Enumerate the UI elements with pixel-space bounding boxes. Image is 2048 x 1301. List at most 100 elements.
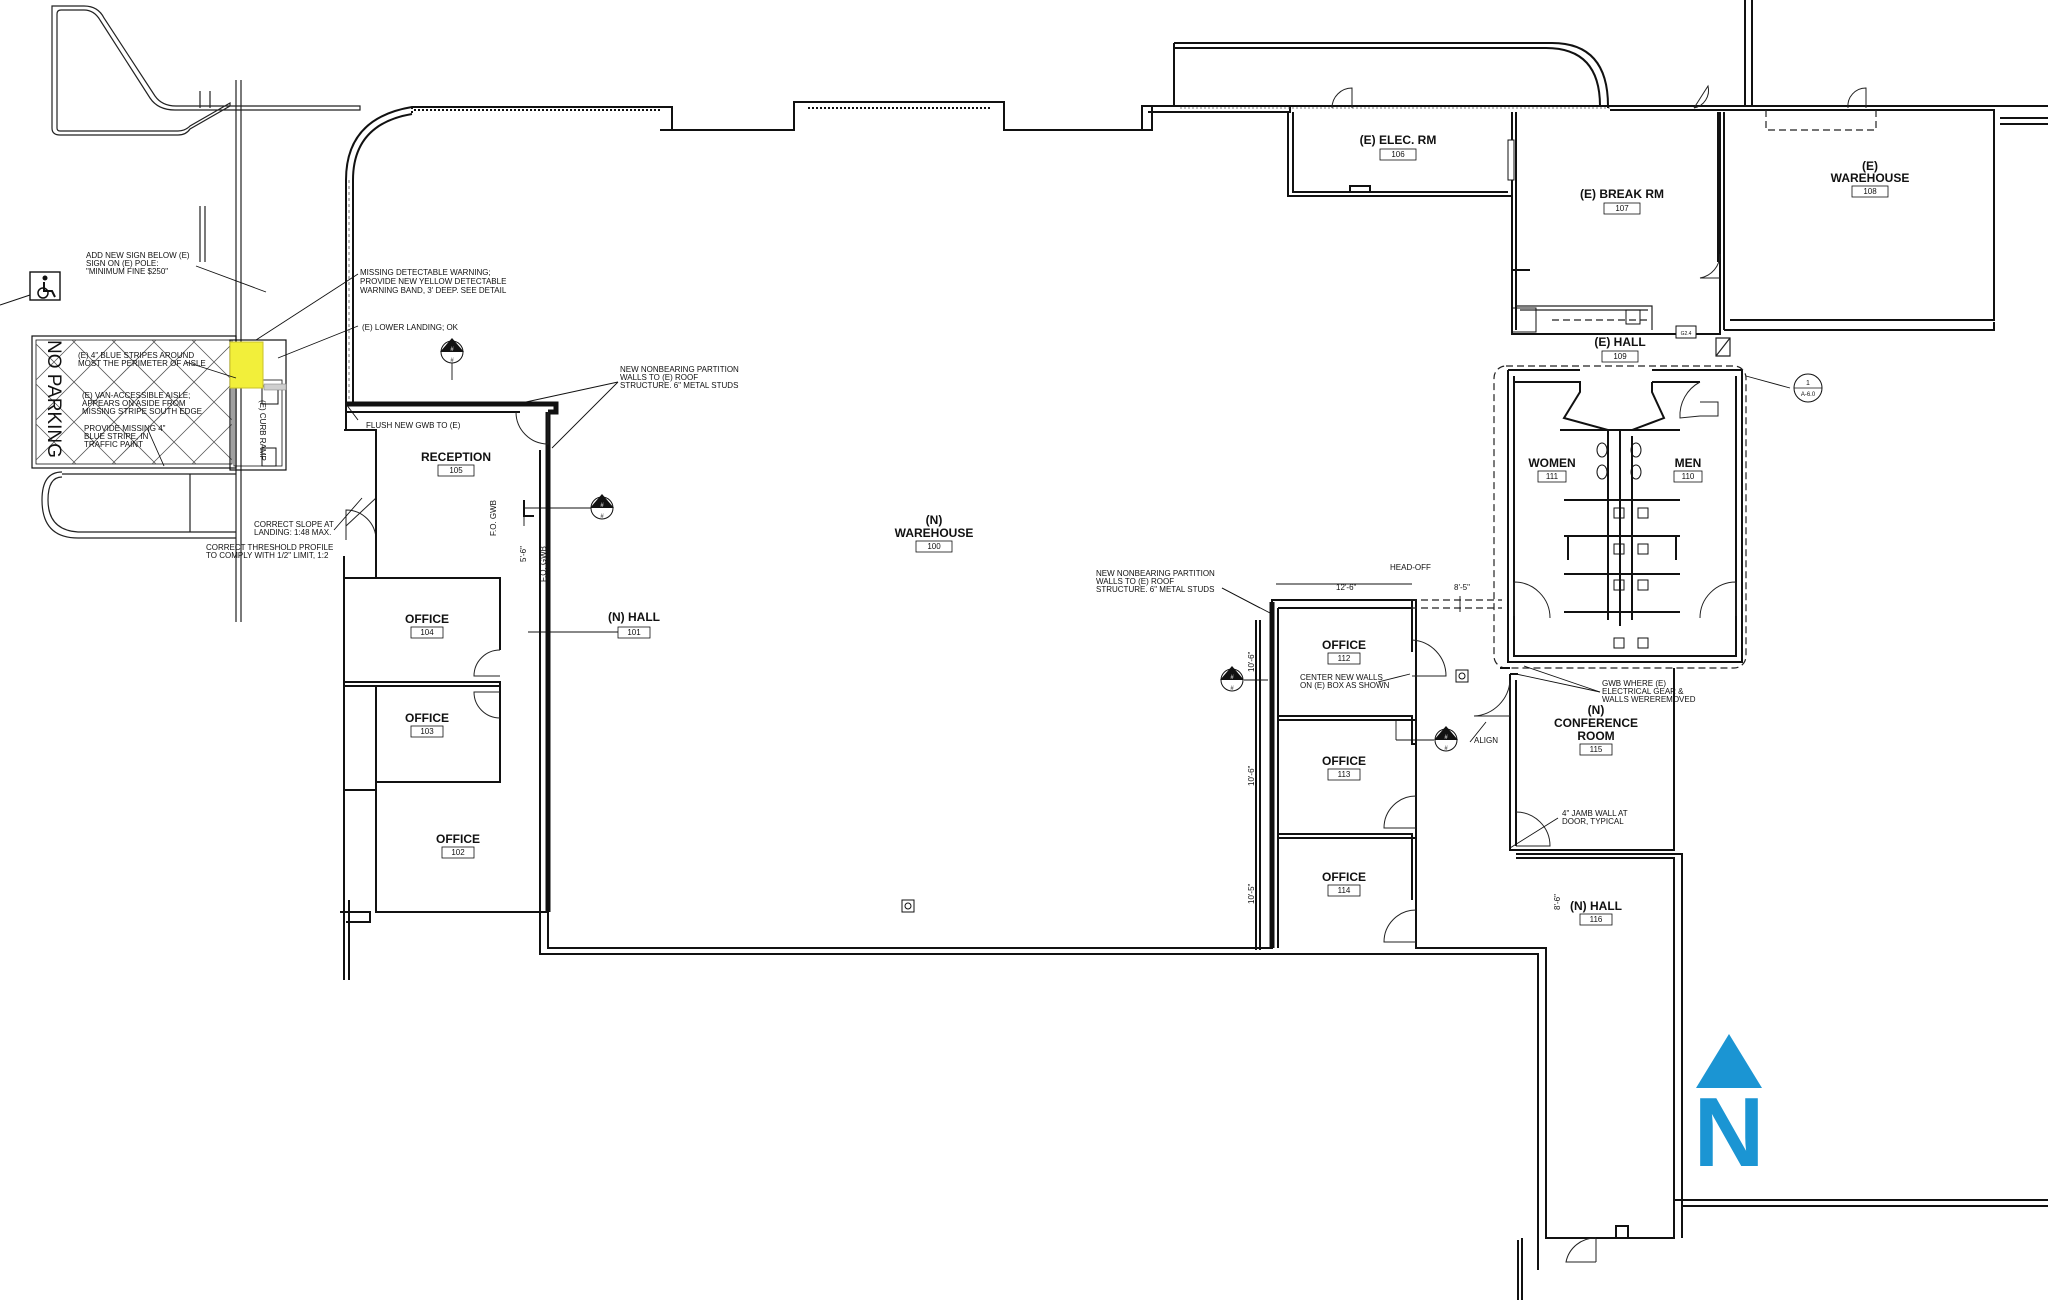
note-flush-gwb: FLUSH NEW GWB TO (E) [366,421,461,430]
room-number-office-114: 114 [1338,886,1351,895]
west-suite-walls [340,401,559,980]
room-name-office-113: OFFICE [1322,754,1366,768]
note-sign-2: SIGN ON (E) POLE: [86,259,158,268]
north-arrow-icon: N [1694,1034,1765,1187]
room-number-office-102: 102 [451,848,465,857]
room-name-office-103: OFFICE [405,711,449,725]
room-name-reception: RECEPTION [421,450,491,464]
room-name-conference-1: (N) [1588,703,1605,717]
conference-room-walls [1410,596,1675,851]
room-name-office-102: OFFICE [436,832,480,846]
room-labels: (E) ELEC. RM 106 (E) BREAK RM 107 (E) WA… [405,133,1909,926]
annotation-leaders [147,265,1601,849]
note-provide-2: BLUE STRIPE, IN [84,432,149,441]
section-marker-c: # # [1220,666,1268,692]
note-gwb-1: GWB WHERE (E) [1602,679,1666,688]
section-marker-a-top: # [450,347,454,353]
north-arrow-letter: N [1694,1077,1765,1187]
curb-ramp-label: (E) CURB RAMP [258,400,267,461]
room-number-hall-101: 101 [627,628,641,637]
note-head-off: HEAD-OFF [1390,563,1431,572]
note-dim-8-5: 8'-5" [1454,583,1470,592]
note-sign-1: ADD NEW SIGN BELOW (E) [86,251,190,260]
room-name-women: WOMEN [1528,456,1575,470]
note-jamb-1: 4" JAMB WALL AT [1562,809,1628,818]
room-name-warehouse-n-2: WAREHOUSE [895,526,974,540]
note-aisle-2: APPEARS ON ASIDE FROM [82,399,186,408]
section-marker-a: # # [440,338,464,380]
note-align: ALIGN [1474,736,1498,745]
note-dim-12-6: 12'-6" [1336,583,1357,592]
note-detect-3: WARNING BAND, 3' DEEP. SEE DETAIL [360,286,507,295]
room-number-office-104: 104 [420,628,434,637]
room-number-women: 111 [1546,472,1559,481]
room-name-hall-116: (N) HALL [1570,899,1622,913]
section-marker-b: # # [523,494,614,526]
existing-rooms-north [1287,84,1995,335]
note-gwb-2: ELECTRICAL GEAR & [1602,687,1684,696]
note-gwb-3: WALLS WEREREMOVED [1602,695,1696,704]
room-number-break: 107 [1615,204,1629,213]
note-aisle-3: MISSING STRIPE SOUTH EDGE [82,407,202,416]
room-number-hall-e: 109 [1613,352,1627,361]
note-dim-10-6-b: 10'-6" [1247,765,1256,786]
section-marker-c-top: # [1230,675,1234,681]
toilet-icons [1596,442,1649,649]
note-partition-b-2: WALLS TO (E) ROOF [1096,577,1174,586]
room-number-office-113: 113 [1338,770,1351,779]
note-threshold-1: CORRECT THRESHOLD PROFILE [206,543,333,552]
room-number-hall-116: 116 [1590,915,1603,924]
note-slope-2: LANDING: 1:48 MAX. [254,528,331,537]
room-name-warehouse-n-1: (N) [926,513,943,527]
room-name-conference-2: CONFERENCE [1554,716,1638,730]
building-exterior-walls [345,0,2048,404]
section-marker-d-bottom: # [1444,746,1448,752]
section-marker-c-bottom: # [1230,686,1234,692]
note-detect-1: MISSING DETECTABLE WARNING; [360,268,491,277]
room-number-men: 110 [1682,472,1695,481]
note-jamb-2: DOOR, TYPICAL [1562,817,1624,826]
note-sign-3: "MINIMUM FINE $250" [86,267,168,276]
restrooms: G2.4 [1493,325,1747,669]
note-aisle-1: (E) VAN-ACCESSIBLE AISLE; [82,391,190,400]
note-provide-3: TRAFFIC PAINT [84,440,143,449]
note-partition-a-2: WALLS TO (E) ROOF [620,373,698,382]
section-marker-a-bottom: # [450,358,454,364]
note-slope-1: CORRECT SLOPE AT [254,520,334,529]
note-center-1: CENTER NEW WALLS [1300,673,1383,682]
accessible-parking-sign-icon [0,271,61,306]
note-threshold-2: TO COMPLY WITH 1/2" LIMIT, 1:2 [206,551,329,560]
note-dim-10-5: 10'-5" [1247,883,1256,904]
note-stripes-1: (E) 4" BLUE STRIPES AROUND [78,351,194,360]
note-dim-10-6-a: 10'-6" [1247,651,1256,672]
east-offices-walls [1255,600,1447,950]
note-partition-b-3: STRUCTURE. 6" METAL STUDS [1096,585,1214,594]
warehouse-walls [539,599,2048,1300]
room-number-warehouse-e: 108 [1863,187,1877,196]
note-partition-b-1: NEW NONBEARING PARTITION [1096,569,1215,578]
note-dim-8-6: 8'-6" [1553,894,1562,910]
room-name-warehouse-e-1: (E) [1862,159,1878,173]
room-name-office-112: OFFICE [1322,638,1366,652]
section-marker-b-bottom: # [600,514,604,520]
restroom-callout-tag: G2.4 [1681,331,1692,337]
no-parking-label: NO PARKING [43,340,64,458]
note-center-2: ON (E) BOX AS SHOWN [1300,681,1390,690]
room-name-office-104: OFFICE [405,612,449,626]
note-lower-landing: (E) LOWER LANDING; OK [362,323,459,332]
section-marker-b-top: # [600,503,604,509]
room-name-hall-e: (E) HALL [1594,335,1645,349]
section-marker-d-top: # [1444,735,1448,741]
room-name-hall-101: (N) HALL [608,610,660,624]
note-provide-1: PROVIDE MISSING 4" [84,424,166,433]
curb-ramp: (E) CURB RAMP [229,339,287,471]
room-number-reception: 105 [449,466,463,475]
van-accessible-aisle: NO PARKING [31,335,237,469]
note-stripes-2: MOST THE PERIMETER OF AISLE [78,359,206,368]
room-name-office-114: OFFICE [1322,870,1366,884]
note-detect-2: PROVIDE NEW YELLOW DETECTABLE [360,277,506,286]
room-number-warehouse-n: 100 [927,542,941,551]
note-fo-gwb-2: F.O. GWB [539,546,548,582]
room-name-elec: (E) ELEC. RM [1360,133,1437,147]
